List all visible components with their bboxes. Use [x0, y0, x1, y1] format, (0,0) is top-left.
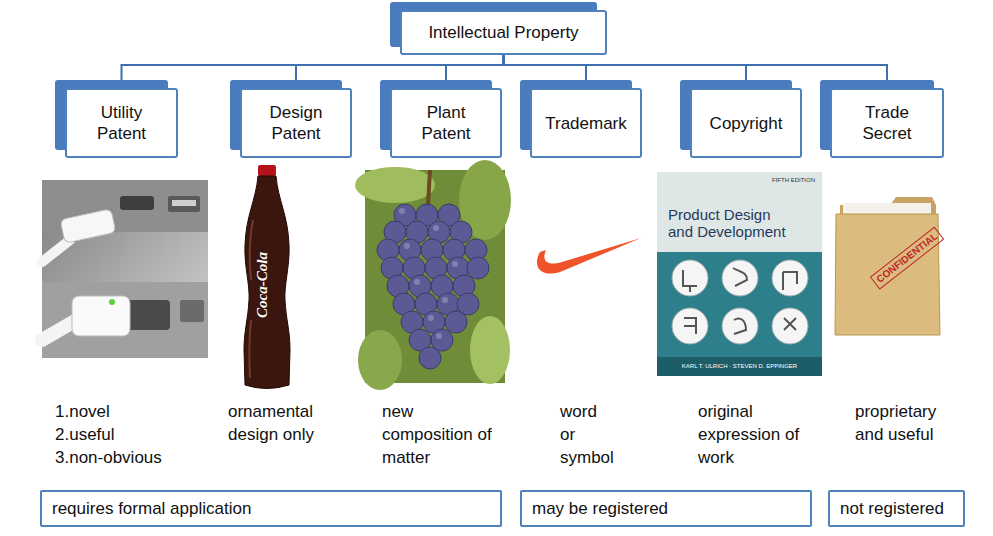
swoosh-logo [537, 238, 641, 274]
node-text: Intellectual Property [428, 22, 578, 43]
criterion-text: 3.non-obvious [55, 446, 162, 469]
tree-connector [296, 55, 504, 88]
node-text: requires formal application [52, 498, 251, 519]
book-picture [657, 172, 822, 376]
node-text: not registered [840, 498, 944, 519]
criterion-text: 1.novel [55, 400, 110, 423]
summary-bar: requires formal application [40, 490, 502, 527]
edition-note: FIFTH EDITION [772, 177, 815, 184]
summary-bar: may be registered [520, 490, 812, 527]
description-text: proprietary and useful [855, 400, 936, 446]
description-text: new composition of matter [382, 400, 492, 469]
node-text: may be registered [532, 498, 668, 519]
description-text: ornamental design only [228, 400, 333, 446]
tree-connector [122, 55, 504, 88]
description-text: original expression of work [698, 400, 808, 469]
category-box: Design Patent [240, 88, 352, 158]
category-box: Utility Patent [65, 88, 178, 158]
category-box: Plant Patent [390, 88, 502, 158]
book-title: Product Design and Development [668, 206, 796, 240]
criterion-text: 2.useful [55, 423, 115, 446]
tree-connector [504, 55, 747, 88]
root-box: Intellectual Property [400, 10, 607, 55]
grapes-picture [355, 160, 511, 390]
tree-connector [504, 55, 888, 88]
node-text: Copyright [710, 113, 783, 134]
bottle-picture [244, 165, 290, 389]
node-text: Trade Secret [844, 102, 930, 144]
node-text: Plant Patent [403, 102, 489, 144]
description-text: word or symbol [560, 400, 614, 469]
node-text: Utility Patent [79, 102, 165, 144]
node-text: Trademark [545, 113, 627, 134]
bottle-logo: Coca-Cola [254, 245, 270, 325]
category-box: Copyright [690, 88, 802, 158]
summary-bar: not registered [828, 490, 965, 527]
node-text: Design Patent [253, 102, 339, 144]
tree-connector [446, 55, 504, 88]
book-authors: KARL T. ULRICH · STEVEN D. EPPINGER [660, 363, 819, 370]
magsafe-picture [42, 180, 208, 358]
category-box: Trademark [530, 88, 642, 158]
category-box: Trade Secret [830, 88, 944, 158]
tree-connector [504, 55, 587, 88]
